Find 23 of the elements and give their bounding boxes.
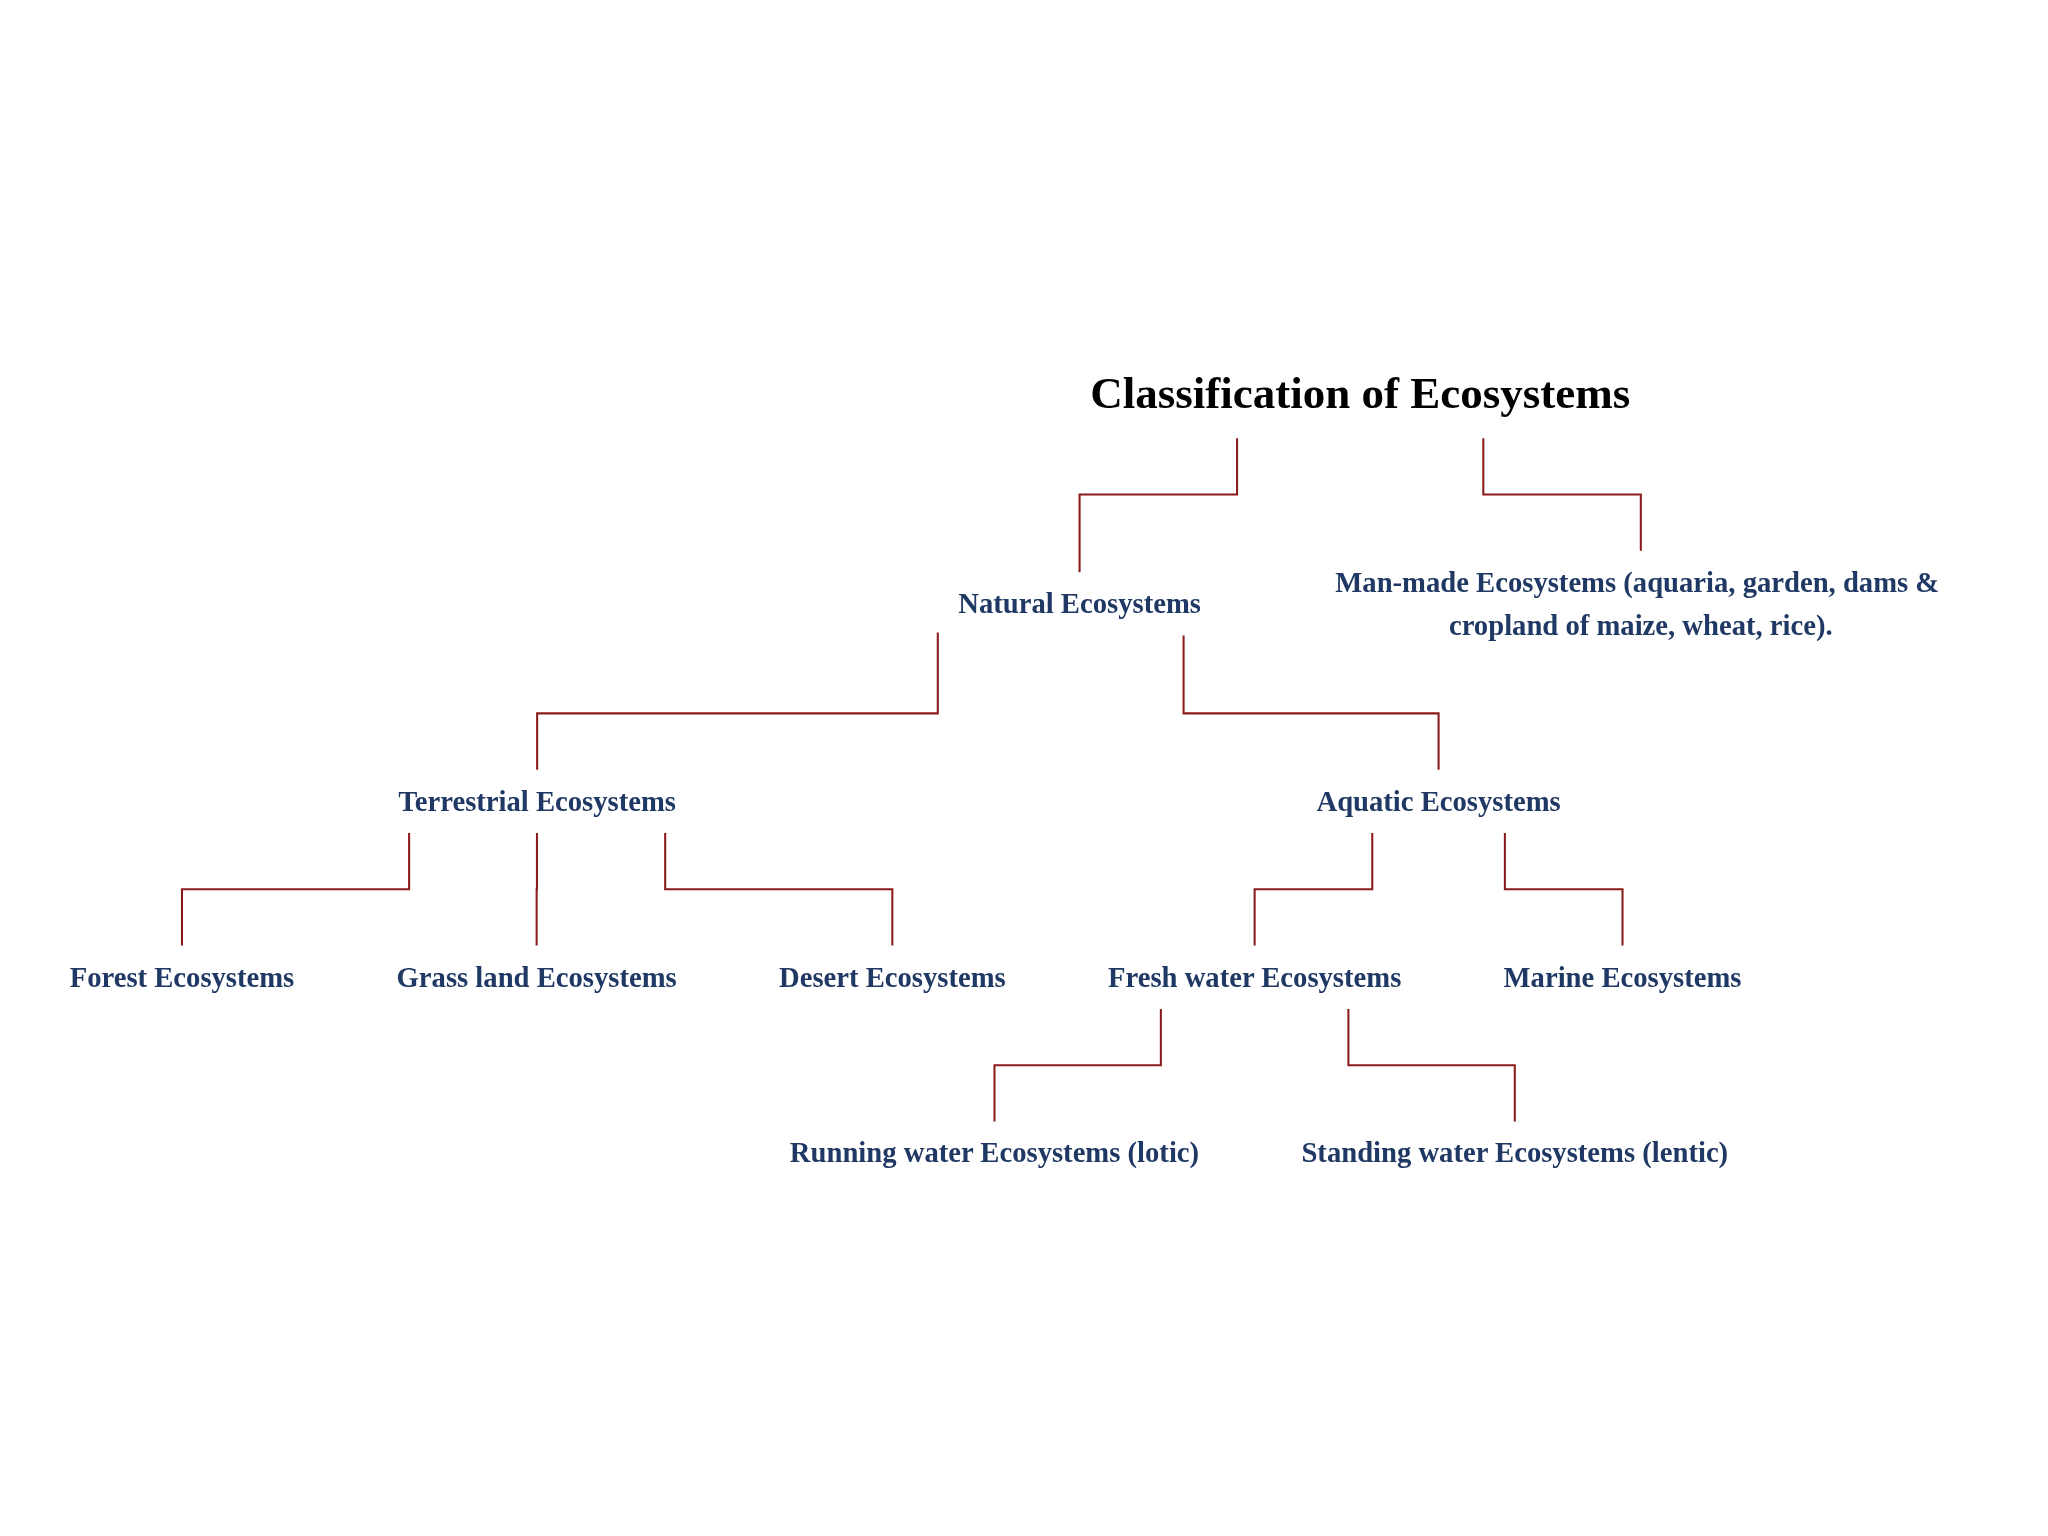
connector: [1253, 833, 1374, 948]
node-text: Fresh water Ecosystems: [1107, 961, 1402, 994]
connector: [1182, 636, 1440, 772]
connector: [1347, 1009, 1516, 1123]
node-text: Standing water Ecosystems (lentic): [1301, 1137, 1729, 1170]
node-text: Forest Ecosystems: [69, 961, 295, 994]
node-text: Aquatic Ecosystems: [1316, 785, 1561, 818]
node-text: Classification of Ecosystems: [1090, 369, 1631, 420]
node-text: Terrestrial Ecosystems: [398, 785, 676, 818]
connector: [993, 1009, 1162, 1123]
node-text: Grass land Ecosystems: [396, 961, 677, 994]
node-text: Natural Ecosystems: [958, 587, 1201, 620]
connector: [536, 632, 939, 772]
connector: [1482, 438, 1642, 553]
connector: [535, 833, 538, 948]
connector: [664, 833, 894, 948]
connector: [1078, 438, 1239, 574]
node-text: Man-made Ecosystems (aquaria, garden, dams & cropland of maize, wheat, rice).: [1335, 566, 1940, 642]
connector: [1503, 833, 1624, 948]
node-text: Marine Ecosystems: [1503, 961, 1742, 994]
node-text: Desert Ecosystems: [778, 961, 1006, 994]
node-text: Running water Ecosystems (lotic): [789, 1137, 1200, 1170]
connector: [180, 833, 411, 948]
